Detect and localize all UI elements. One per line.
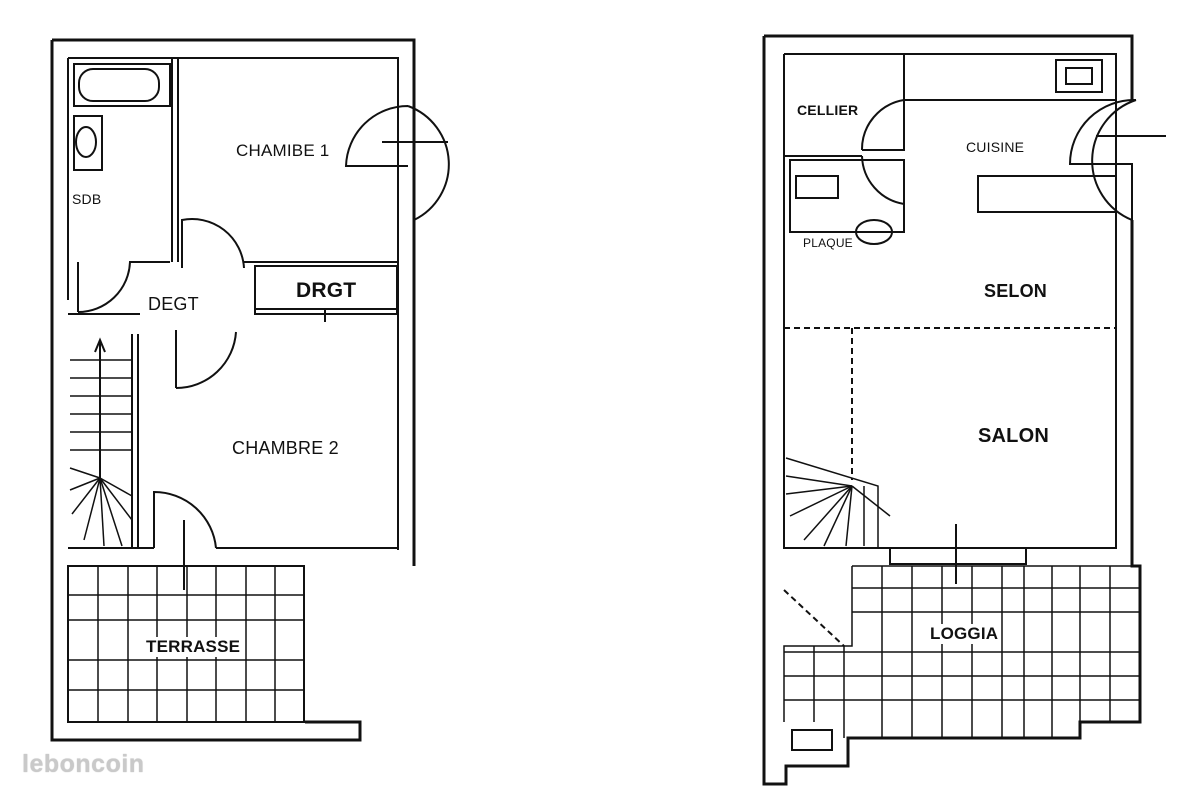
stair-treads (69, 359, 133, 547)
left-floor-plan (50, 38, 450, 742)
bathtub (73, 63, 171, 107)
room-label-degt: DEGT (148, 294, 199, 314)
plaque-hob (855, 219, 893, 245)
room-label-plaque: PLAQUE (803, 236, 853, 250)
room-label-loggia: LOGGIA (928, 624, 1001, 644)
room-label-drgt: DRGT (296, 279, 357, 302)
terrasse-outline (67, 565, 305, 723)
room-label-chambre-2: CHAMBRE 2 (232, 438, 339, 458)
plaque-unit (789, 159, 905, 233)
sink-counter (73, 115, 103, 171)
left-outer-wall (50, 38, 416, 742)
room-label-salon: SALON (978, 425, 1049, 447)
right-outer-wall (762, 34, 1142, 786)
chambre2-door (153, 490, 217, 549)
kitchen-sink (1065, 67, 1093, 85)
kitchen-unit-top (1055, 59, 1103, 93)
room-label-terrasse: TERRASSE (144, 637, 243, 657)
cellier-walls (784, 54, 905, 157)
chambre1-door (344, 105, 450, 222)
sink-basin (75, 126, 97, 158)
room-label-sdb: SDB (72, 191, 102, 207)
right-floor-plan (762, 34, 1166, 786)
loggia-threshold (889, 547, 1027, 565)
bathtub-inner (78, 68, 160, 102)
stair-arrow-head (94, 337, 106, 353)
room-label-chambre-1: CHAMIBE 1 (236, 141, 330, 160)
loggia-dashed-diagonal (783, 589, 845, 647)
loggia-tiles (783, 565, 1140, 738)
degt-door-top (181, 218, 245, 269)
kitchen-counter (977, 175, 1117, 213)
plaque-cabinet (795, 175, 839, 199)
watermark-logo: leboncoin (22, 750, 145, 778)
right-inner-shell (783, 53, 1117, 549)
cuisine-door-right (1068, 98, 1137, 222)
loggia-drain (791, 729, 833, 751)
room-label-cellier: CELLIER (797, 102, 859, 118)
room-label-selon: SELON (984, 281, 1048, 301)
room-label-cuisine: CUISINE (966, 139, 1025, 155)
degt-door-bottom (175, 331, 237, 390)
cuisine-door-left (860, 99, 905, 205)
left-inner-shell (67, 57, 399, 550)
right-stair (785, 457, 891, 548)
sdb-door (77, 261, 170, 313)
